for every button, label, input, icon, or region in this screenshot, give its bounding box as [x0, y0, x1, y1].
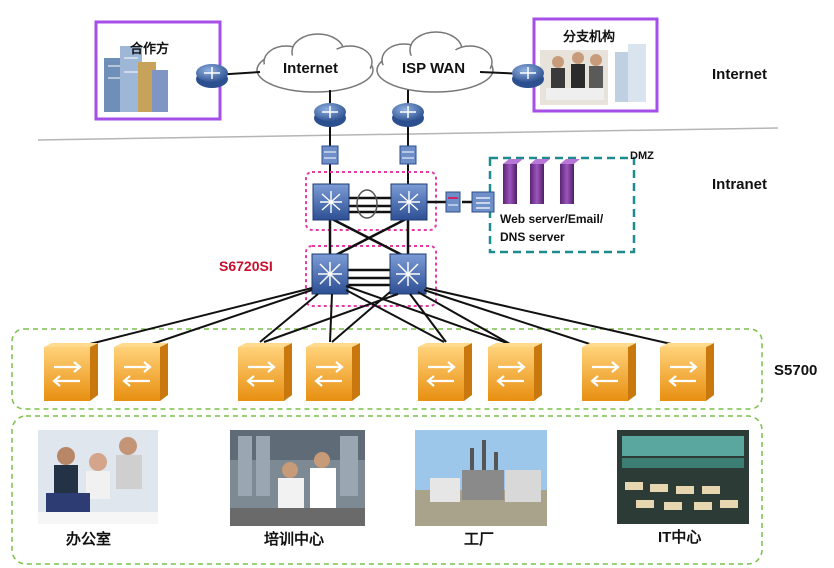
core-stack-frame [305, 245, 437, 307]
sites-frame [11, 415, 763, 565]
branch-label: 分支机构 [563, 29, 616, 44]
zone-access-label: S5700 [774, 362, 818, 379]
access-uplinks [77, 285, 681, 349]
partner-buildings-image [104, 46, 168, 112]
core-switch-right-icon [389, 253, 427, 295]
site-label: 办公室 [66, 531, 112, 548]
factory-photo [415, 430, 547, 526]
access-switch-icon [418, 343, 472, 401]
internet-cloud [256, 33, 374, 93]
link-aggregation-ring [356, 189, 378, 219]
partner-label: 合作方 [130, 41, 170, 56]
isp-wan-cloud-label: ISP WAN [402, 60, 466, 77]
access-switch-icon [660, 343, 714, 401]
router-partner-icon [196, 64, 228, 88]
firewall-right-icon [399, 145, 417, 165]
training-center-photo [230, 430, 365, 526]
access-switch-icon [306, 343, 360, 401]
router-branch-icon [512, 64, 544, 88]
it-center-photo [617, 430, 749, 524]
router-isp-icon [392, 103, 424, 127]
core-model-label: S6720SI [219, 258, 273, 274]
dmz-servers-line2: DNS server [500, 230, 565, 244]
firewall-left-icon [321, 145, 339, 165]
wan-links [213, 71, 527, 185]
router-internet-icon [314, 103, 346, 127]
access-switch-icon [488, 343, 542, 401]
site-label: 工厂 [464, 531, 495, 548]
egress-switch-right-icon [390, 183, 428, 221]
access-switch-icon [582, 343, 636, 401]
dmz-servers-line1: Web server/Email/ [500, 212, 604, 226]
access-switch-icon [238, 343, 292, 401]
site-label: IT中心 [658, 529, 702, 546]
zone-intranet-label: Intranet [712, 176, 768, 193]
site-label: 培训中心 [264, 531, 325, 548]
egress-switch-left-icon [312, 183, 350, 221]
access-switch-icon [114, 343, 168, 401]
isp-wan-cloud [376, 31, 494, 93]
office-photo [38, 430, 158, 524]
branch-office-image [540, 44, 646, 105]
dmz-firewall-icon [445, 191, 461, 213]
access-switches [44, 343, 714, 401]
zone-internet-label: Internet [712, 66, 768, 83]
dmz-label: DMZ [630, 150, 654, 162]
dmz-server-icon [503, 159, 580, 204]
dmz-switch-icon [471, 191, 495, 213]
access-layer-frame [11, 328, 763, 410]
core-switch-left-icon [311, 253, 349, 295]
access-switch-icon [44, 343, 98, 401]
internet-cloud-label: Internet [283, 60, 339, 77]
